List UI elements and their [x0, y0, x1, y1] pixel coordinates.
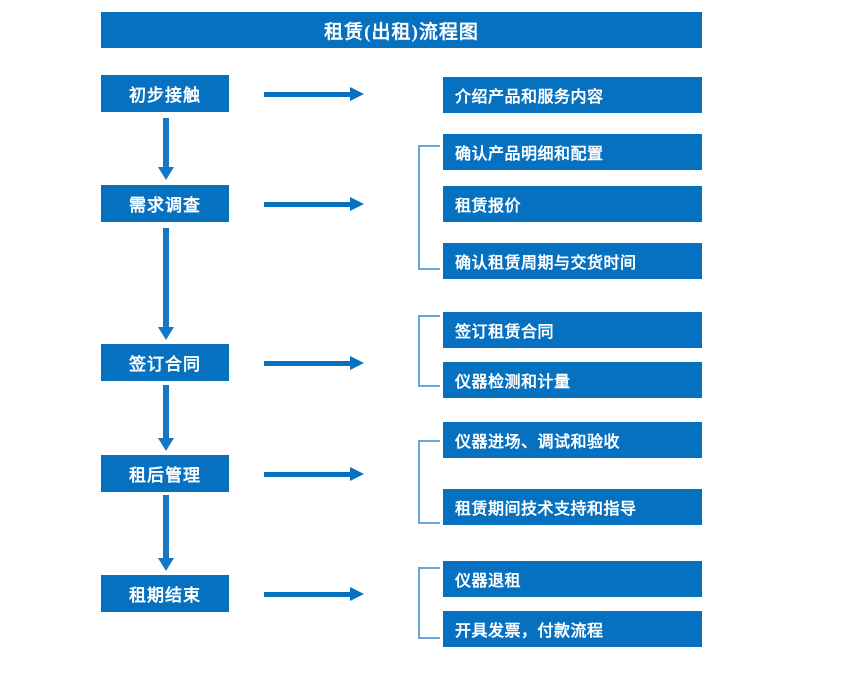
- vertical-arrow-1: [158, 118, 174, 180]
- detail-box-1[interactable]: 介绍产品和服务内容: [443, 77, 702, 113]
- group-bracket-2: [418, 145, 440, 270]
- stage-box-4[interactable]: 租后管理: [101, 455, 229, 492]
- stage-box-1[interactable]: 初步接触: [101, 75, 229, 112]
- horizontal-arrow-1: [264, 87, 364, 101]
- vertical-arrow-2: [158, 228, 174, 340]
- vertical-arrow-3: [158, 385, 174, 451]
- vertical-arrow-4: [158, 495, 174, 571]
- horizontal-arrow-4: [264, 467, 364, 481]
- group-bracket-4: [418, 440, 440, 524]
- detail-box-3[interactable]: 租赁报价: [443, 186, 702, 222]
- horizontal-arrow-3: [264, 356, 364, 370]
- detail-box-10[interactable]: 开具发票，付款流程: [443, 611, 702, 647]
- detail-box-4[interactable]: 确认租赁周期与交货时间: [443, 243, 702, 279]
- flowchart-title: 租赁(出租)流程图: [101, 12, 702, 48]
- detail-box-7[interactable]: 仪器进场、调试和验收: [443, 422, 702, 458]
- group-bracket-5: [418, 567, 440, 639]
- group-bracket-3: [418, 315, 440, 387]
- stage-box-5[interactable]: 租期结束: [101, 575, 229, 612]
- horizontal-arrow-2: [264, 197, 364, 211]
- detail-box-8[interactable]: 租赁期间技术支持和指导: [443, 489, 702, 525]
- detail-box-9[interactable]: 仪器退租: [443, 561, 702, 597]
- detail-box-2[interactable]: 确认产品明细和配置: [443, 134, 702, 170]
- horizontal-arrow-5: [264, 587, 364, 601]
- detail-box-6[interactable]: 仪器检测和计量: [443, 362, 702, 398]
- detail-box-5[interactable]: 签订租赁合同: [443, 312, 702, 348]
- stage-box-2[interactable]: 需求调查: [101, 185, 229, 222]
- stage-box-3[interactable]: 签订合同: [101, 344, 229, 381]
